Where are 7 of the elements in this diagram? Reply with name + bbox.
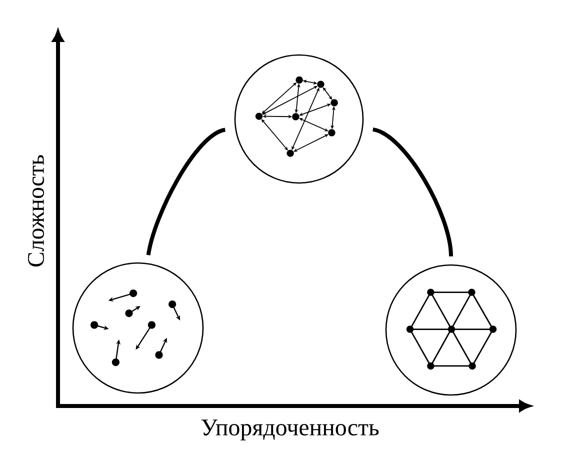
axis-label: Сложность (28, 155, 44, 267)
circle (234, 54, 364, 184)
circle (72, 262, 204, 394)
axis-label: Упорядоченность (201, 420, 379, 440)
arc (146, 128, 226, 256)
circle (385, 264, 517, 396)
arc (372, 128, 453, 256)
